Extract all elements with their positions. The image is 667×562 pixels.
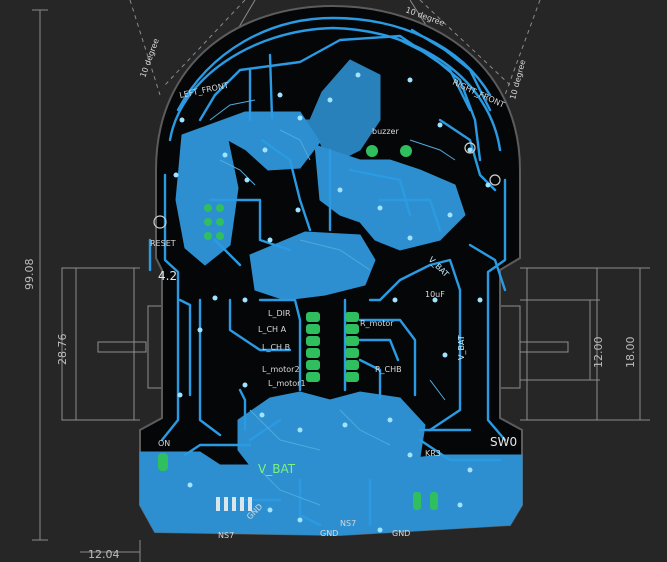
mounting-holes <box>153 142 501 229</box>
dim-motor-span: 28.76 <box>56 334 69 366</box>
label-v-bat-main: V_BAT <box>258 462 296 476</box>
label-angle-left: 10 degree <box>138 37 160 78</box>
label-r-chb: R_CHB <box>375 365 402 374</box>
dim-bottom-width: 12.04 <box>88 548 120 561</box>
component-pads <box>153 72 501 533</box>
copper-pours <box>139 59 523 536</box>
label-kr3: KR3 <box>425 449 441 458</box>
dimension-labels: 99.08 28.76 12.00 18.00 12.04 <box>23 259 637 562</box>
thin-traces <box>209 99 456 506</box>
label-l-motor1: L_motor1 <box>268 379 306 388</box>
trace-network <box>148 16 507 527</box>
label-ns7-1: NS7 <box>218 531 234 540</box>
label-gnd-3: GND <box>392 529 410 538</box>
connector-pads <box>204 204 224 240</box>
header-right <box>345 312 359 382</box>
buzzer-pads <box>366 145 412 157</box>
label-ns7-2: NS7 <box>340 519 356 528</box>
smd-pads <box>216 497 252 511</box>
label-on: ON <box>158 439 170 448</box>
label-v-bat-side: V_BAT <box>457 335 466 360</box>
label-angle-right: 10 degree <box>508 59 527 101</box>
label-reset: RESET <box>150 239 176 248</box>
label-gnd-2: GND <box>320 529 338 538</box>
header-left <box>306 312 320 382</box>
label-l-cha: L_CH A <box>258 325 287 334</box>
label-l-motor2: L_motor2 <box>262 365 300 374</box>
label-42: 4.2 <box>158 269 177 283</box>
vias <box>173 72 491 533</box>
dim-height-total: 99.08 <box>23 259 36 291</box>
label-10uf: 10uF <box>425 290 445 299</box>
label-l-chb: L_CH B <box>262 343 290 352</box>
label-sw0: SW0 <box>490 435 517 449</box>
dim-motor-large: 18.00 <box>624 337 637 369</box>
dim-motor-small: 12.00 <box>592 337 605 369</box>
label-r-motor: R_motor <box>360 319 394 328</box>
label-buzzer: buzzer <box>372 127 399 136</box>
switch-pads <box>158 453 438 510</box>
label-l-dir: L_DIR <box>268 309 291 318</box>
